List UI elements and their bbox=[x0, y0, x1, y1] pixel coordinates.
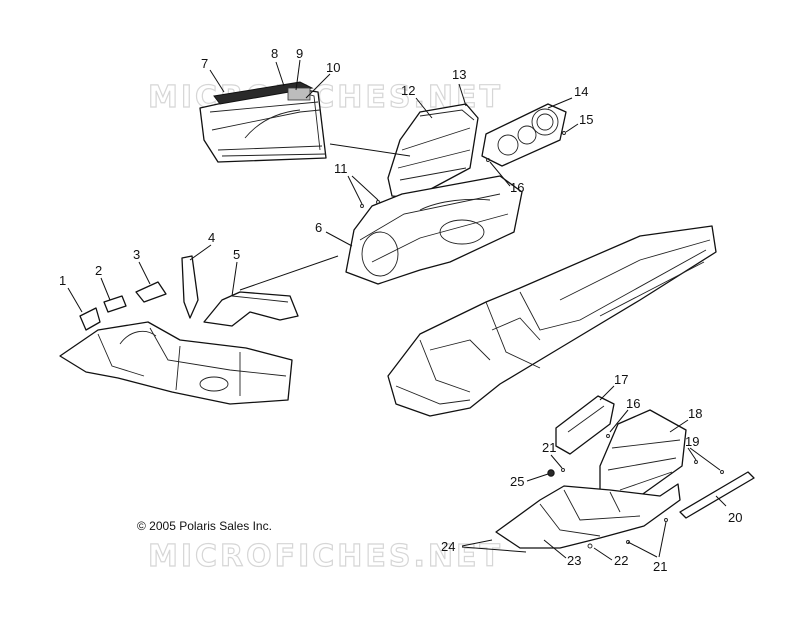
callout-3: 3 bbox=[133, 247, 140, 262]
callout-7: 7 bbox=[201, 56, 208, 71]
callout-18: 18 bbox=[688, 406, 702, 421]
callout-11: 11 bbox=[334, 161, 348, 176]
callout-15: 15 bbox=[579, 112, 593, 127]
callout-16-lower: 16 bbox=[626, 396, 640, 411]
callout-5: 5 bbox=[233, 247, 240, 262]
gauge-bezel bbox=[481, 103, 567, 167]
console-lower bbox=[345, 175, 523, 285]
callout-4: 4 bbox=[208, 230, 215, 245]
callout-23: 23 bbox=[567, 553, 581, 568]
callout-14: 14 bbox=[574, 84, 588, 99]
callout-24: 24 bbox=[441, 539, 455, 554]
chassis bbox=[387, 225, 717, 417]
watermark-bottom: MICROFICHES.NET bbox=[148, 539, 503, 574]
side-panel bbox=[599, 409, 687, 501]
callout-1: 1 bbox=[59, 273, 66, 288]
trim-strip bbox=[679, 471, 755, 519]
heat-shield bbox=[203, 291, 299, 327]
callout-13: 13 bbox=[452, 67, 466, 82]
callout-22: 22 bbox=[614, 553, 628, 568]
lower-nose-pan bbox=[495, 483, 681, 549]
belly-pan-left bbox=[59, 321, 293, 405]
callout-21-lower: 21 bbox=[653, 559, 667, 574]
callout-labels: 1 2 3 4 5 6 7 8 9 10 11 12 13 14 15 16 1… bbox=[59, 46, 742, 574]
callout-12: 12 bbox=[401, 83, 415, 98]
copyright-notice: © 2005 Polaris Sales Inc. bbox=[137, 519, 272, 533]
callout-20: 20 bbox=[728, 510, 742, 525]
callout-8: 8 bbox=[271, 46, 278, 61]
callout-10: 10 bbox=[326, 60, 340, 75]
side-reflector bbox=[181, 255, 199, 319]
fasteners bbox=[360, 131, 724, 549]
callout-16-upper: 16 bbox=[510, 180, 524, 195]
leader-lines bbox=[67, 59, 727, 561]
callout-2: 2 bbox=[95, 263, 102, 278]
callout-9: 9 bbox=[296, 46, 303, 61]
headlight-housing bbox=[199, 81, 327, 163]
callout-19: 19 bbox=[685, 434, 699, 449]
callout-17: 17 bbox=[614, 372, 628, 387]
callout-6: 6 bbox=[315, 220, 322, 235]
small-cover bbox=[555, 395, 615, 455]
callout-25: 25 bbox=[510, 474, 524, 489]
small-brackets bbox=[79, 281, 167, 331]
hood-upper bbox=[387, 103, 479, 199]
callout-21-upper: 21 bbox=[542, 440, 556, 455]
